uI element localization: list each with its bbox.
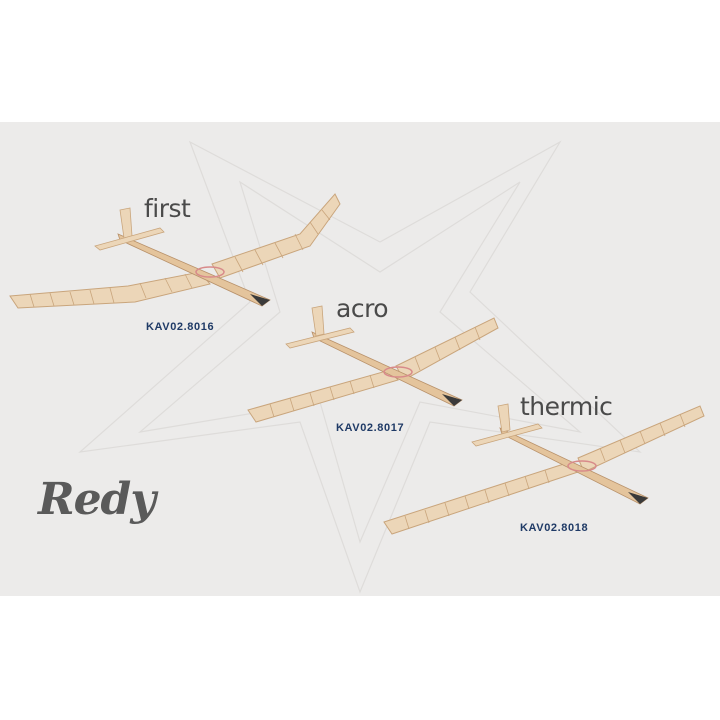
- glider-first-image: [9, 193, 341, 309]
- model-name-acro: acro: [336, 294, 389, 323]
- model-code-acro: KAV02.8017: [336, 422, 405, 434]
- glider-thermic-image: [383, 403, 705, 535]
- glider-acro-image: [247, 305, 499, 423]
- model-name-first: first: [144, 194, 191, 223]
- model-name-thermic: thermic: [520, 392, 613, 421]
- model-code-thermic: KAV02.8018: [520, 522, 589, 534]
- product-panel: first KAV02.8016 acro KAV02.8017 thermic…: [0, 122, 720, 596]
- background-star-watermark: [78, 140, 642, 594]
- model-code-first: KAV02.8016: [146, 321, 215, 333]
- brand-logo: Redy: [38, 474, 156, 525]
